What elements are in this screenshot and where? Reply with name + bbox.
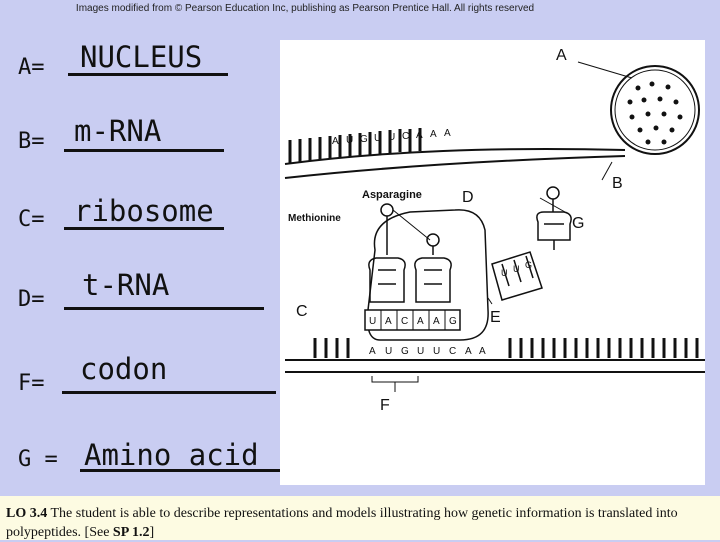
- label-g: G: [572, 215, 584, 232]
- asparagine-label: Asparagine: [362, 189, 422, 201]
- pointer-a: [577, 61, 633, 79]
- base-g-1: G: [360, 134, 368, 145]
- lower-base-8: A: [479, 346, 486, 357]
- peptide-bond: [392, 209, 431, 241]
- lower-base-2: U: [385, 346, 392, 357]
- answer-line-c: [64, 227, 224, 230]
- lower-base-4: U: [417, 346, 424, 357]
- anticodon-base-4: A: [417, 316, 424, 327]
- codon-bracket: [371, 376, 419, 392]
- mrna-lower-bases: A U G U U C A A: [369, 346, 486, 357]
- base-u-1: U: [346, 135, 353, 146]
- lower-base-3: G: [401, 346, 409, 357]
- answer-line-b: [64, 149, 224, 152]
- base-u-3: U: [388, 132, 395, 143]
- trna-d-base-2: U: [513, 264, 520, 274]
- answer-d: t-RNA: [82, 268, 170, 302]
- base-a-2: A: [416, 130, 423, 141]
- answer-line-d: [64, 307, 264, 310]
- base-a-4: A: [444, 128, 451, 139]
- mrna-upper-bases: A U G U U C A A A: [332, 128, 451, 147]
- label-f: F: [380, 397, 390, 414]
- anticodon-base-2: A: [385, 316, 392, 327]
- answer-g: Amino acid: [84, 438, 259, 472]
- pointer-g: [539, 197, 566, 213]
- trna-right: [414, 233, 452, 303]
- image-credit: Images modified from © Pearson Education…: [75, 3, 535, 14]
- trna-d-bases: U U G: [501, 260, 532, 278]
- question-f: F= codon: [18, 352, 280, 396]
- question-b: B= m-RNA: [18, 114, 258, 154]
- learning-objective: LO 3.4 The student is able to describe r…: [0, 496, 720, 540]
- anticodon-base-3: C: [401, 316, 408, 327]
- label-a: A: [556, 47, 567, 64]
- figure-labels: A B C D E F G: [296, 47, 623, 414]
- label-e: E: [490, 309, 501, 326]
- anticodon-bases: U A C A A G: [369, 316, 457, 327]
- question-a: A= NUCLEUS: [18, 40, 258, 80]
- base-c-1: C: [402, 131, 409, 142]
- question-f-label: F=: [18, 371, 45, 396]
- answer-line-a: [68, 73, 228, 76]
- ribosome-shape: [366, 209, 489, 341]
- lo-code: LO 3.4: [6, 506, 48, 521]
- question-d: D= t-RNA: [18, 268, 268, 312]
- lo-end: ]: [149, 525, 155, 540]
- question-a-label: A=: [18, 55, 45, 80]
- question-c: C= ribosome: [18, 194, 258, 232]
- question-b-label: B=: [18, 129, 45, 154]
- translation-diagram: A U G U U C A A A: [280, 40, 705, 485]
- anticodon-box: [364, 309, 461, 331]
- question-d-label: D=: [18, 287, 45, 312]
- question-c-label: C=: [18, 207, 45, 232]
- answer-c: ribosome: [74, 194, 214, 228]
- base-u-2: U: [374, 133, 381, 144]
- lo-sp: SP 1.2: [112, 525, 150, 540]
- base-a-3: A: [430, 129, 437, 140]
- answer-line-g: [80, 469, 394, 472]
- pointer-e: [487, 297, 493, 305]
- answer-a: NUCLEUS: [80, 40, 203, 74]
- anticodon-base-5: A: [433, 316, 440, 327]
- label-d: D: [462, 189, 474, 206]
- anticodon-base-6: G: [449, 316, 457, 327]
- trna-d: [491, 186, 572, 301]
- question-g-label: G =: [18, 447, 58, 472]
- label-b: B: [612, 175, 623, 192]
- nucleus-shape: [610, 65, 700, 155]
- base-a-1: A: [332, 136, 339, 147]
- mrna-lower-strand: [285, 338, 705, 373]
- question-g: G = Amino acid: [18, 434, 398, 474]
- pointer-b: [601, 161, 613, 181]
- answer-f: codon: [80, 352, 168, 386]
- lo-text: The student is able to describe represen…: [6, 506, 678, 540]
- lower-base-6: C: [449, 346, 456, 357]
- answer-b: m-RNA: [74, 114, 162, 148]
- lower-base-5: U: [433, 346, 440, 357]
- lower-base-1: A: [369, 346, 376, 357]
- methionine-label: Methionine: [288, 213, 341, 224]
- anticodon-base-1: U: [369, 316, 376, 327]
- trna-d-base-3: G: [525, 260, 532, 270]
- trna-d-base-1: U: [501, 268, 508, 278]
- mrna-upper-strand: [284, 128, 626, 179]
- translation-svg: A U G U U C A A A: [284, 47, 705, 414]
- lower-base-7: A: [465, 346, 472, 357]
- label-c: C: [296, 303, 308, 320]
- answer-line-f: [62, 391, 276, 394]
